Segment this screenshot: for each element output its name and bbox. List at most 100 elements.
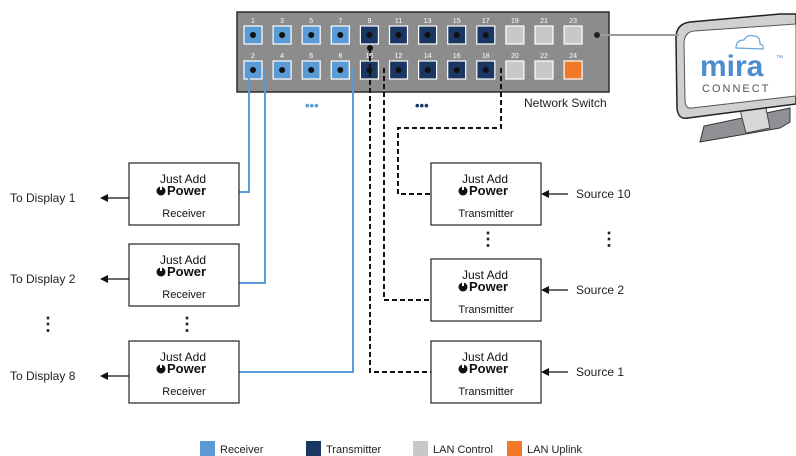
- brand-top-text: Just Add: [160, 172, 206, 186]
- port-connector-dot: [250, 32, 256, 38]
- power-brand-text: Power: [167, 361, 206, 376]
- power-icon: [458, 282, 468, 292]
- receiver-ports-ellipsis: •••: [305, 98, 319, 113]
- receiver-ellipsis: ⋮: [178, 314, 196, 334]
- legend-item-transmitter: Transmitter: [306, 441, 382, 456]
- power-icon: [458, 364, 468, 374]
- arrow-head-icon: [541, 190, 549, 198]
- port-number-label: 16: [453, 53, 461, 60]
- display-label: To Display 1: [10, 191, 76, 205]
- port-square: [505, 25, 525, 45]
- legend-label: LAN Uplink: [527, 444, 583, 456]
- switch-port-17: 17: [476, 18, 496, 45]
- network-switch-label: Network Switch: [524, 96, 607, 110]
- port-number-label: 9: [367, 18, 371, 25]
- port-connector-dot: [308, 67, 315, 73]
- switch-port-19: 19: [505, 18, 525, 45]
- switch-port-9: 9: [359, 18, 379, 45]
- legend-item-receiver: Receiver: [200, 441, 264, 456]
- device-role: Receiver: [162, 386, 206, 398]
- switch-port-12: 12: [388, 53, 409, 80]
- device-role: Receiver: [162, 289, 206, 301]
- port-square: [534, 25, 554, 45]
- power-brand-text: Power: [469, 279, 508, 294]
- port-connector-dot: [279, 32, 286, 38]
- port-connector-dot: [395, 67, 402, 73]
- port-square: [534, 60, 554, 80]
- port-number-label: 24: [569, 53, 577, 60]
- switch-port-15: 15: [447, 18, 467, 45]
- port-connector-dot: [424, 32, 431, 38]
- port-number-label: 5: [309, 18, 313, 25]
- port-number-label: 1: [251, 18, 255, 25]
- switch-port-4: 4: [272, 53, 292, 80]
- port-number-label: 2: [251, 53, 255, 60]
- brand-top-text: Just Add: [462, 350, 508, 364]
- source-label: Source 1: [576, 365, 624, 379]
- port-number-label: 22: [540, 53, 548, 60]
- power-brand-text: Power: [469, 361, 508, 376]
- arrow-head-icon: [100, 275, 108, 283]
- switch-port-7: 7: [330, 18, 350, 45]
- switch-port-3: 3: [272, 18, 292, 45]
- port-connector-dot: [250, 67, 256, 73]
- port-connector-dot: [395, 32, 402, 38]
- arrow-head-icon: [100, 194, 108, 202]
- device-box: [128, 243, 240, 307]
- port-number-label: 21: [540, 18, 548, 25]
- legend-item-lan-uplink: LAN Uplink: [507, 441, 583, 456]
- display-label: To Display 2: [10, 272, 76, 286]
- switch-port-23: 23: [563, 18, 583, 45]
- mira-trademark: ™: [776, 55, 783, 62]
- device-role: Transmitter: [458, 208, 514, 220]
- port-number-label: 12: [395, 53, 403, 60]
- port-connector-dot: [482, 67, 489, 73]
- display-label: To Display 8: [10, 369, 76, 383]
- port-connector-dot: [308, 32, 315, 38]
- device-box: [430, 162, 542, 226]
- port-number-label: 3: [280, 18, 284, 25]
- legend-swatch: [200, 441, 215, 456]
- power-icon: [458, 186, 468, 196]
- mira-connect-monitor: mira ™ CONNECT: [675, 13, 796, 143]
- switch-port-22: 22: [534, 53, 554, 80]
- source-label: Source 2: [576, 283, 624, 297]
- port-connector-dot: [453, 32, 460, 38]
- device-box: [128, 340, 240, 404]
- brand-top-text: Just Add: [462, 268, 508, 282]
- switch-port-16: 16: [447, 53, 467, 80]
- device-role: Transmitter: [458, 304, 514, 316]
- legend-item-lan-control: LAN Control: [413, 441, 493, 456]
- port-number-label: 23: [569, 18, 577, 25]
- cloud-icon: [735, 34, 764, 50]
- transmitter-cables: [369, 48, 502, 373]
- switch-port-1: 1: [243, 18, 263, 45]
- receiver-cables: [239, 68, 354, 373]
- transmitter-ellipsis: ⋮: [479, 229, 497, 249]
- device-role: Receiver: [162, 208, 206, 220]
- power-icon: [156, 364, 166, 374]
- port-connector-dot: [337, 32, 344, 38]
- power-icon: [156, 186, 166, 196]
- port-number-label: 7: [338, 18, 342, 25]
- port-connector-dot: [424, 67, 431, 73]
- port-connector-dot: [366, 32, 373, 38]
- device-role: Transmitter: [458, 386, 514, 398]
- brand-top-text: Just Add: [160, 350, 206, 364]
- switch-port-20: 20: [505, 53, 525, 80]
- display-ellipsis: ⋮: [39, 314, 57, 334]
- port-number-label: 13: [424, 18, 432, 25]
- device-box: [430, 340, 542, 404]
- power-icon: [156, 267, 166, 277]
- port-number-label: 14: [424, 53, 432, 60]
- port-connector-dot: [279, 67, 286, 73]
- source-ellipsis: ⋮: [600, 229, 618, 249]
- device-box: [128, 162, 240, 226]
- legend-label: LAN Control: [433, 444, 493, 456]
- legend-label: Transmitter: [326, 444, 382, 456]
